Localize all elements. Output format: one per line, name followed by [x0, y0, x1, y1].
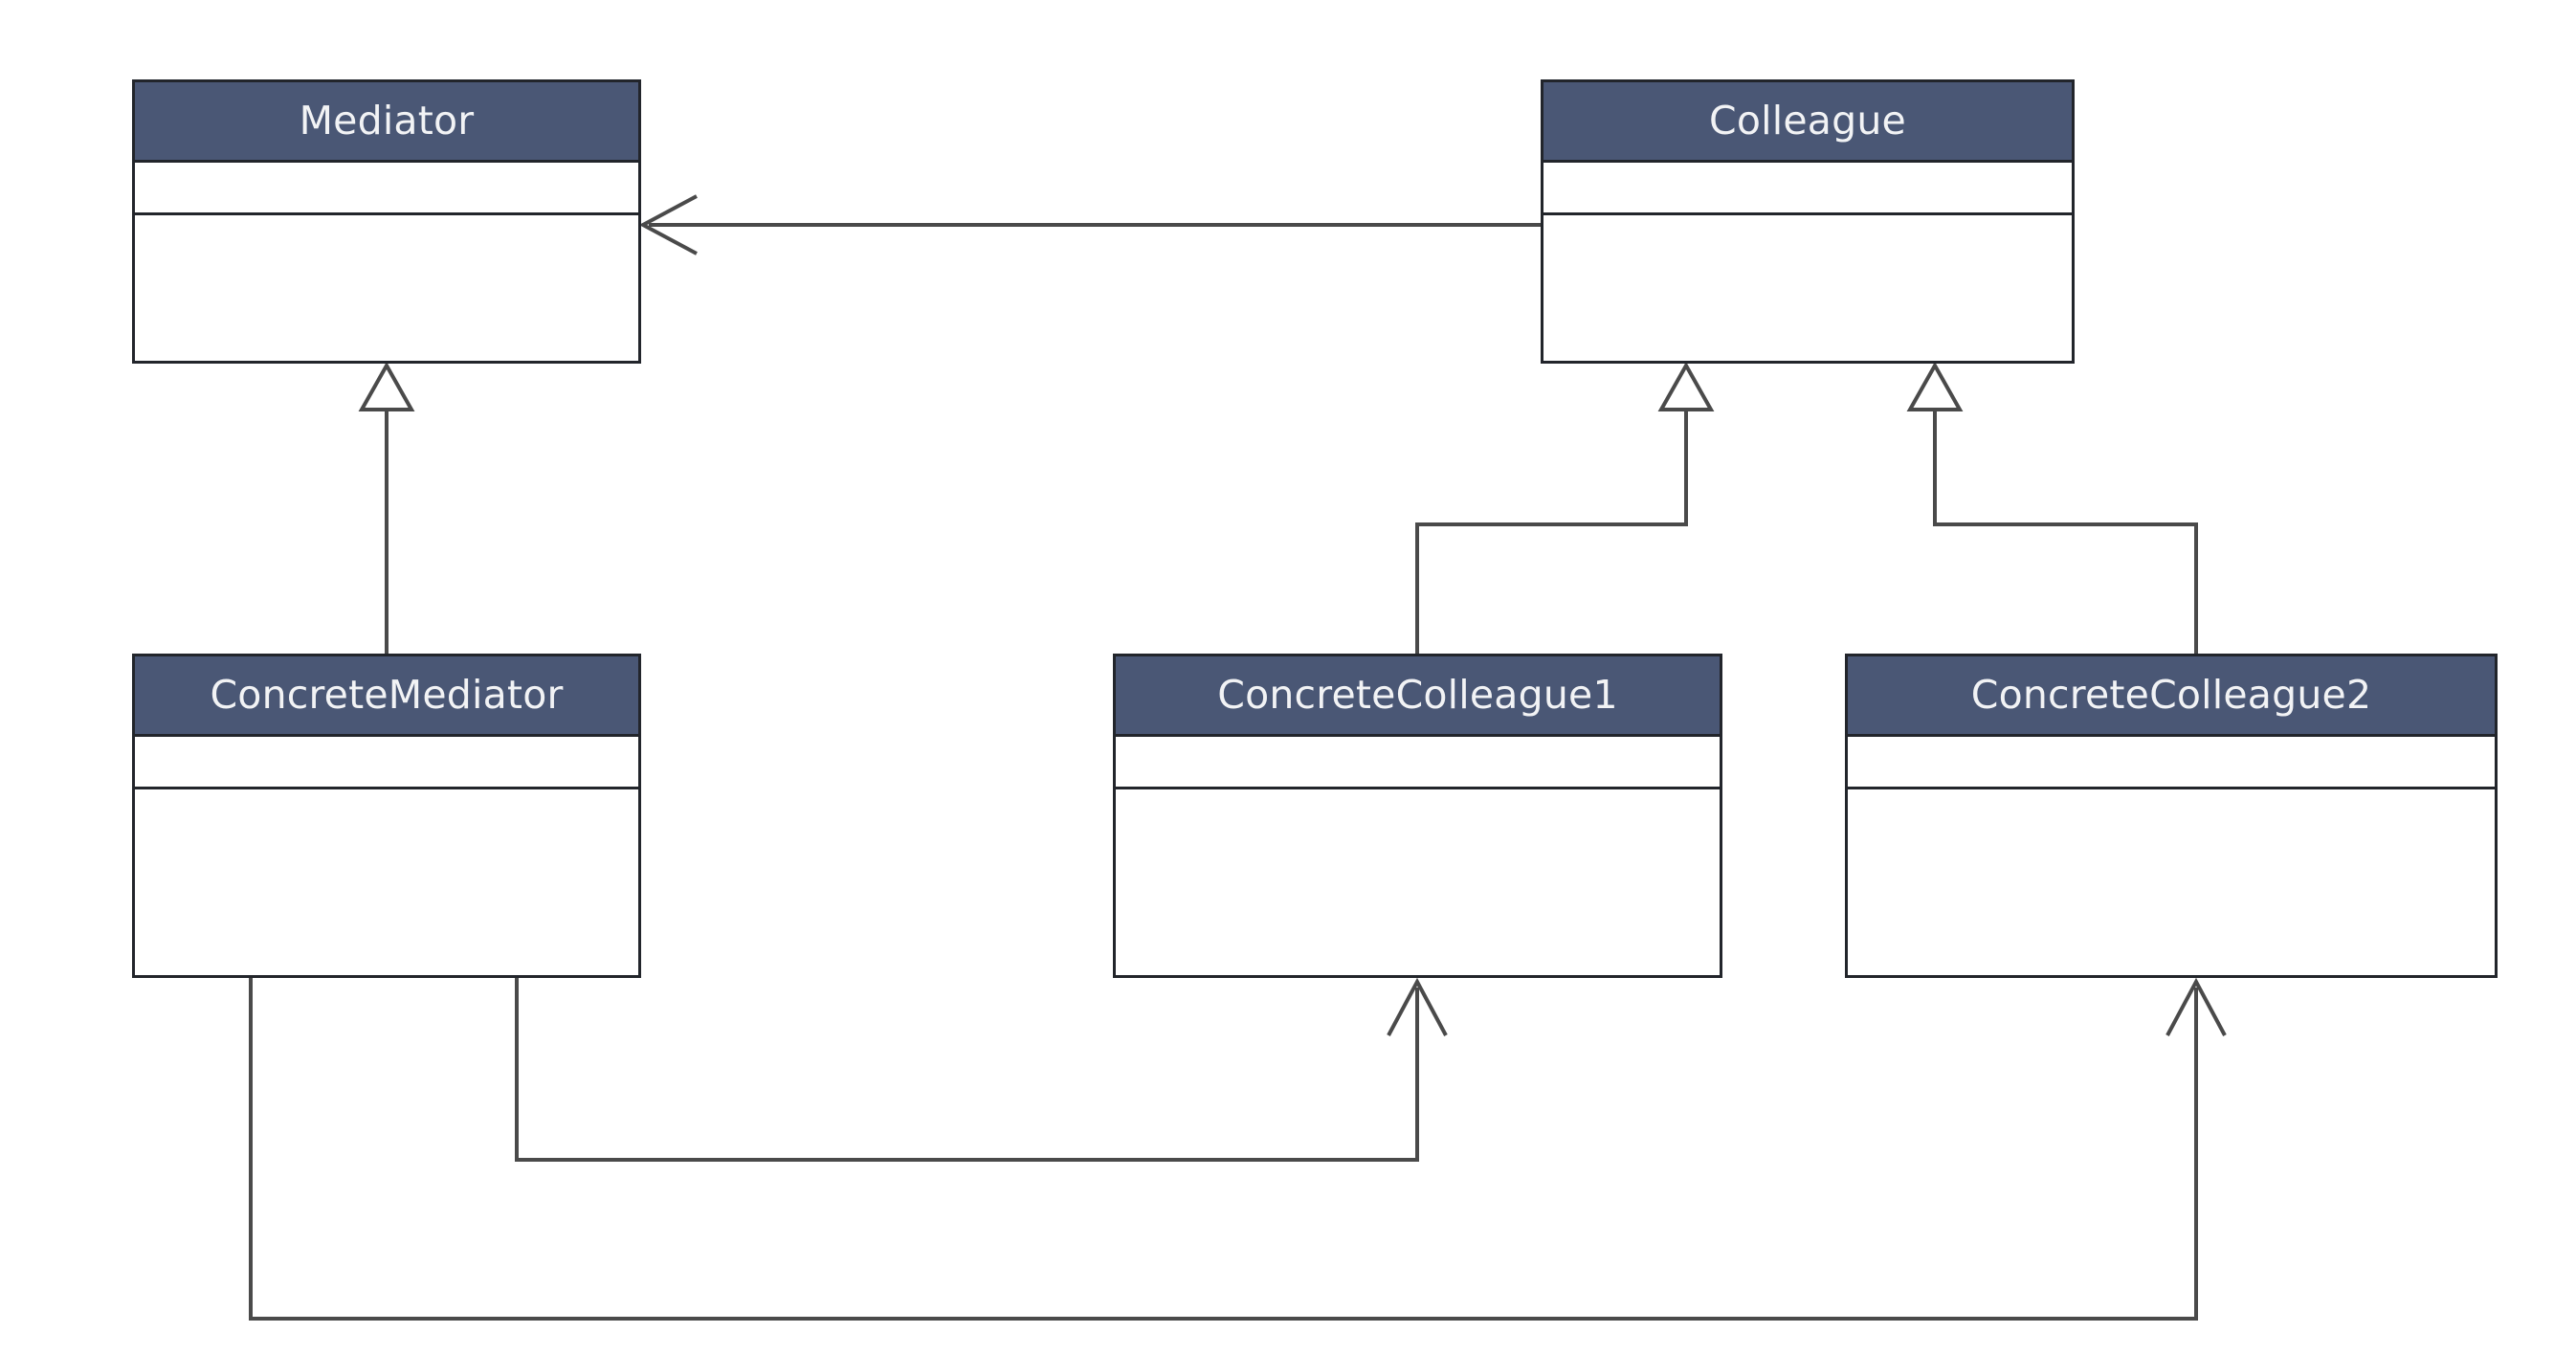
class-header-concrete-colleague-2: ConcreteColleague2: [1848, 656, 2495, 737]
class-box-concrete-colleague-1[interactable]: ConcreteColleague1: [1113, 654, 1722, 978]
connector-line: [1415, 410, 1688, 654]
connector-line: [515, 978, 1419, 1162]
open-v-arrowhead-icon: [1387, 977, 1448, 1036]
class-box-concrete-mediator[interactable]: ConcreteMediator: [132, 654, 641, 978]
class-attributes-concrete-colleague-1: [1116, 737, 1720, 789]
class-header-concrete-mediator: ConcreteMediator: [135, 656, 638, 737]
open-v-arrowhead-icon: [638, 194, 698, 255]
class-header-colleague: Colleague: [1543, 82, 2072, 163]
class-box-colleague[interactable]: Colleague: [1541, 79, 2075, 364]
class-operations-colleague: [1543, 215, 2072, 361]
class-name-concrete-mediator: ConcreteMediator: [210, 672, 564, 718]
class-attributes-colleague: [1543, 163, 2072, 215]
connector-concrete-colleague-2-to-colleague[interactable]: [1906, 361, 2198, 654]
hollow-triangle-arrowhead-icon: [358, 361, 415, 411]
class-name-mediator: Mediator: [299, 98, 475, 144]
class-box-concrete-colleague-2[interactable]: ConcreteColleague2: [1845, 654, 2498, 978]
connector-line: [1933, 410, 2198, 654]
class-name-concrete-colleague-2: ConcreteColleague2: [1970, 672, 2372, 718]
connector-concrete-mediator-to-concrete-colleague-1[interactable]: [515, 977, 1448, 1162]
class-operations-concrete-colleague-2: [1848, 789, 2495, 975]
class-operations-concrete-colleague-1: [1116, 789, 1720, 975]
class-box-mediator[interactable]: Mediator: [132, 79, 641, 364]
connector-concrete-colleague-1-to-colleague[interactable]: [1415, 361, 1715, 654]
hollow-triangle-arrowhead-icon: [1906, 361, 1964, 411]
class-operations-mediator: [135, 215, 638, 361]
class-header-concrete-colleague-1: ConcreteColleague1: [1116, 656, 1720, 737]
class-attributes-concrete-colleague-2: [1848, 737, 2495, 789]
class-name-colleague: Colleague: [1709, 98, 1906, 144]
connector-concrete-mediator-to-concrete-colleague-2[interactable]: [249, 977, 2227, 1321]
connector-colleague-to-mediator[interactable]: [638, 194, 1541, 255]
class-name-concrete-colleague-1: ConcreteColleague1: [1217, 672, 1618, 718]
class-attributes-concrete-mediator: [135, 737, 638, 789]
class-header-mediator: Mediator: [135, 82, 638, 163]
connector-concrete-mediator-to-mediator[interactable]: [358, 361, 415, 654]
hollow-triangle-arrowhead-icon: [1657, 361, 1715, 411]
connector-line: [249, 978, 2198, 1321]
class-operations-concrete-mediator: [135, 789, 638, 975]
open-v-arrowhead-icon: [2165, 977, 2227, 1036]
class-attributes-mediator: [135, 163, 638, 215]
